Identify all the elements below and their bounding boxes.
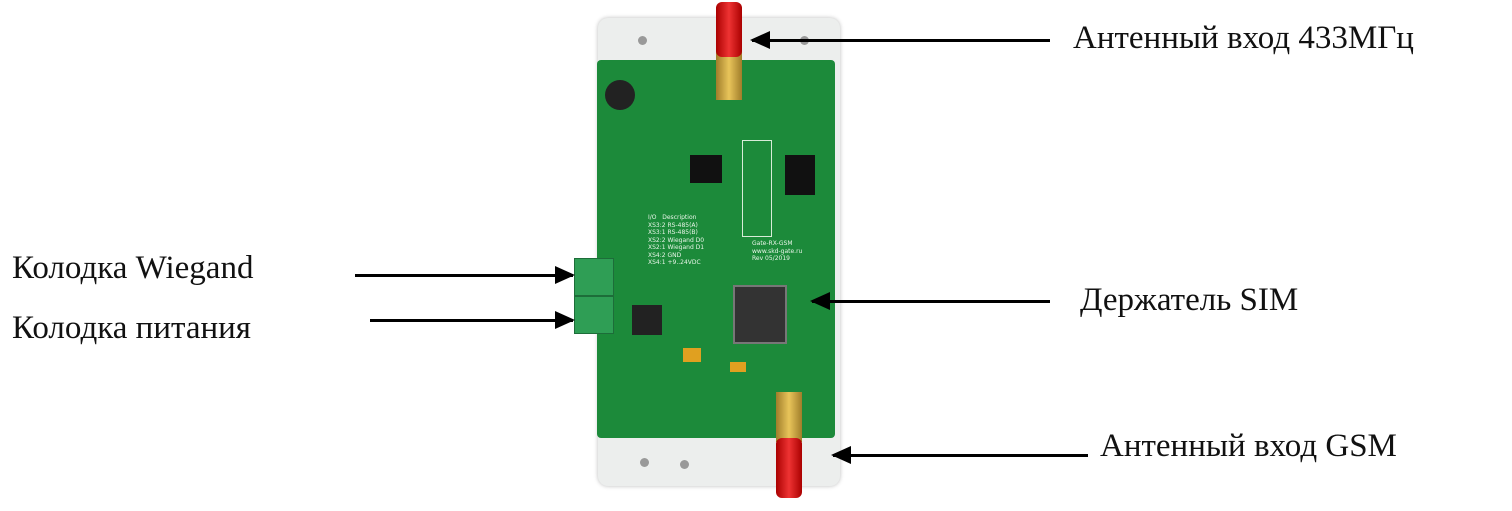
- arrow-antenna-gsm: [831, 446, 1088, 464]
- pin-header: [785, 155, 815, 195]
- sim-holder: [733, 285, 787, 344]
- inductor: [632, 305, 662, 335]
- module-outline: [742, 140, 772, 237]
- antenna-connector-gsm: [776, 392, 802, 442]
- mount-hole: [638, 36, 647, 45]
- arrow-sim: [810, 292, 1050, 310]
- label-power-block: Колодка питания: [12, 310, 251, 346]
- buzzer: [605, 80, 635, 110]
- antenna-gsm: [776, 438, 802, 498]
- circuit-board: [597, 60, 835, 438]
- arrow-power: [370, 311, 575, 329]
- label-wiegand-block: Колодка Wiegand: [12, 250, 254, 286]
- label-antenna-gsm: Антенный вход GSM: [1100, 428, 1397, 464]
- pin-header: [690, 155, 722, 183]
- antenna-433: [716, 2, 742, 57]
- arrow-antenna-433: [750, 31, 1050, 49]
- board-info: Gate-RX-GSM www.skd-gate.ru Rev 05/2019: [752, 240, 803, 262]
- arrow-wiegand: [355, 266, 575, 284]
- label-antenna-433: Антенный вход 433МГц: [1073, 20, 1414, 56]
- pinout-table: I/O Description XS3:2 RS-485(A) XS3:1 RS…: [648, 214, 705, 266]
- mount-hole: [640, 458, 649, 467]
- antenna-connector-433: [716, 50, 742, 100]
- capacitor: [730, 362, 746, 372]
- power-terminal-block: [574, 296, 614, 334]
- label-sim-holder: Держатель SIM: [1080, 282, 1299, 318]
- wiegand-terminal-block: [574, 258, 614, 296]
- capacitor: [683, 348, 701, 362]
- mount-hole: [680, 460, 689, 469]
